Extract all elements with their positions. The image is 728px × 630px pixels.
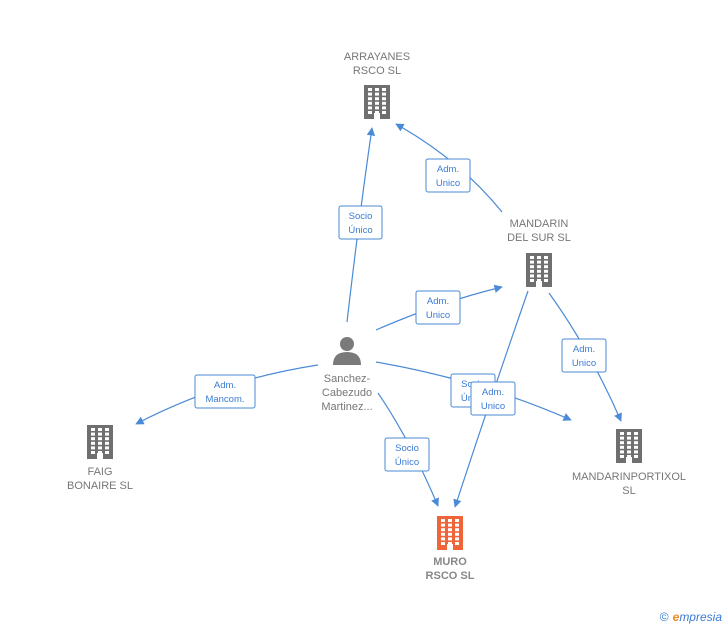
edge-label-text: Unico: [426, 310, 450, 321]
edge-label-box: [425, 158, 471, 193]
node-label-mandarin_sur: MANDARIN: [510, 218, 569, 230]
node-label-muro: MURO: [433, 556, 467, 568]
node-sanchez[interactable]: Sanchez- CabezudoMartinez...: [321, 337, 373, 413]
edge-label-e7[interactable]: Adm. Unico: [470, 381, 516, 416]
node-label-sanchez: Martinez...: [321, 401, 372, 413]
nodes-layer: ARRAYANES RSCO SL MANDARIN DEL SUR SL Sanche…: [67, 51, 686, 582]
edge-label-e5[interactable]: Adm. Mancom.: [194, 374, 256, 409]
node-muro[interactable]: MURO RSCO SL: [426, 516, 475, 582]
edge-label-box: [415, 290, 461, 325]
person-icon: [333, 337, 361, 365]
node-label-muro: RSCO SL: [426, 570, 475, 582]
building-icon: [364, 85, 390, 119]
node-label-mandarinportixol: SL: [622, 485, 635, 497]
edge-label-text: Unico: [572, 358, 596, 369]
edge-label-e4[interactable]: Adm. Unico: [561, 338, 607, 373]
edge-label-text: Adm.: [214, 380, 236, 391]
node-arrayanes[interactable]: ARRAYANES RSCO SL: [344, 51, 410, 119]
edge-label-box: [384, 437, 430, 472]
building-icon: [87, 425, 113, 459]
building-icon: [437, 516, 463, 550]
copyright-symbol: ©: [659, 610, 669, 624]
edge-label-text: Adm.: [427, 296, 449, 307]
node-mandarin_sur[interactable]: MANDARIN DEL SUR SL: [507, 218, 571, 287]
node-mandarinportixol[interactable]: MANDARINPORTIXOL SL: [572, 429, 686, 497]
node-label-faig: BONAIRE SL: [67, 480, 133, 492]
building-icon: [616, 429, 642, 463]
edge-label-box: [561, 338, 607, 373]
empresia-watermark: ©empresia: [660, 610, 722, 624]
edge-label-text: Único: [395, 457, 419, 468]
edge-label-e3[interactable]: Adm. Unico: [415, 290, 461, 325]
edge-label-text: Unico: [481, 401, 505, 412]
node-label-sanchez: Cabezudo: [322, 387, 372, 399]
node-label-arrayanes: RSCO SL: [353, 65, 401, 77]
edge-label-text: Único: [348, 225, 372, 236]
edges-layer: SocioÚnicoAdm.UnicoAdm.UnicoAdm.UnicoAdm…: [135, 123, 622, 508]
edge-label-e2[interactable]: Adm. Unico: [425, 158, 471, 193]
node-label-faig: FAIG: [87, 466, 112, 478]
edge-label-text: Socio: [349, 211, 373, 222]
edge-label-box: [338, 205, 383, 240]
node-faig[interactable]: FAIG BONAIRE SL: [67, 425, 133, 492]
brand-name: mpresia: [679, 610, 722, 624]
edge-label-text: Adm.: [437, 164, 459, 175]
node-label-sanchez: Sanchez-: [324, 373, 371, 385]
node-label-mandarinportixol: MANDARINPORTIXOL: [572, 471, 686, 483]
building-icon: [526, 253, 552, 287]
node-label-mandarin_sur: DEL SUR SL: [507, 232, 571, 244]
edge-label-text: Adm.: [482, 387, 504, 398]
node-label-arrayanes: ARRAYANES: [344, 51, 410, 63]
edge-label-box: [470, 381, 516, 416]
brand-initial: e: [672, 610, 680, 624]
edge-label-text: Adm.: [573, 344, 595, 355]
edge-label-box: [194, 374, 256, 409]
edge-label-text: Socio: [395, 443, 419, 454]
edge-label-text: Unico: [436, 178, 460, 189]
edge-label-text: Mancom.: [205, 394, 244, 405]
